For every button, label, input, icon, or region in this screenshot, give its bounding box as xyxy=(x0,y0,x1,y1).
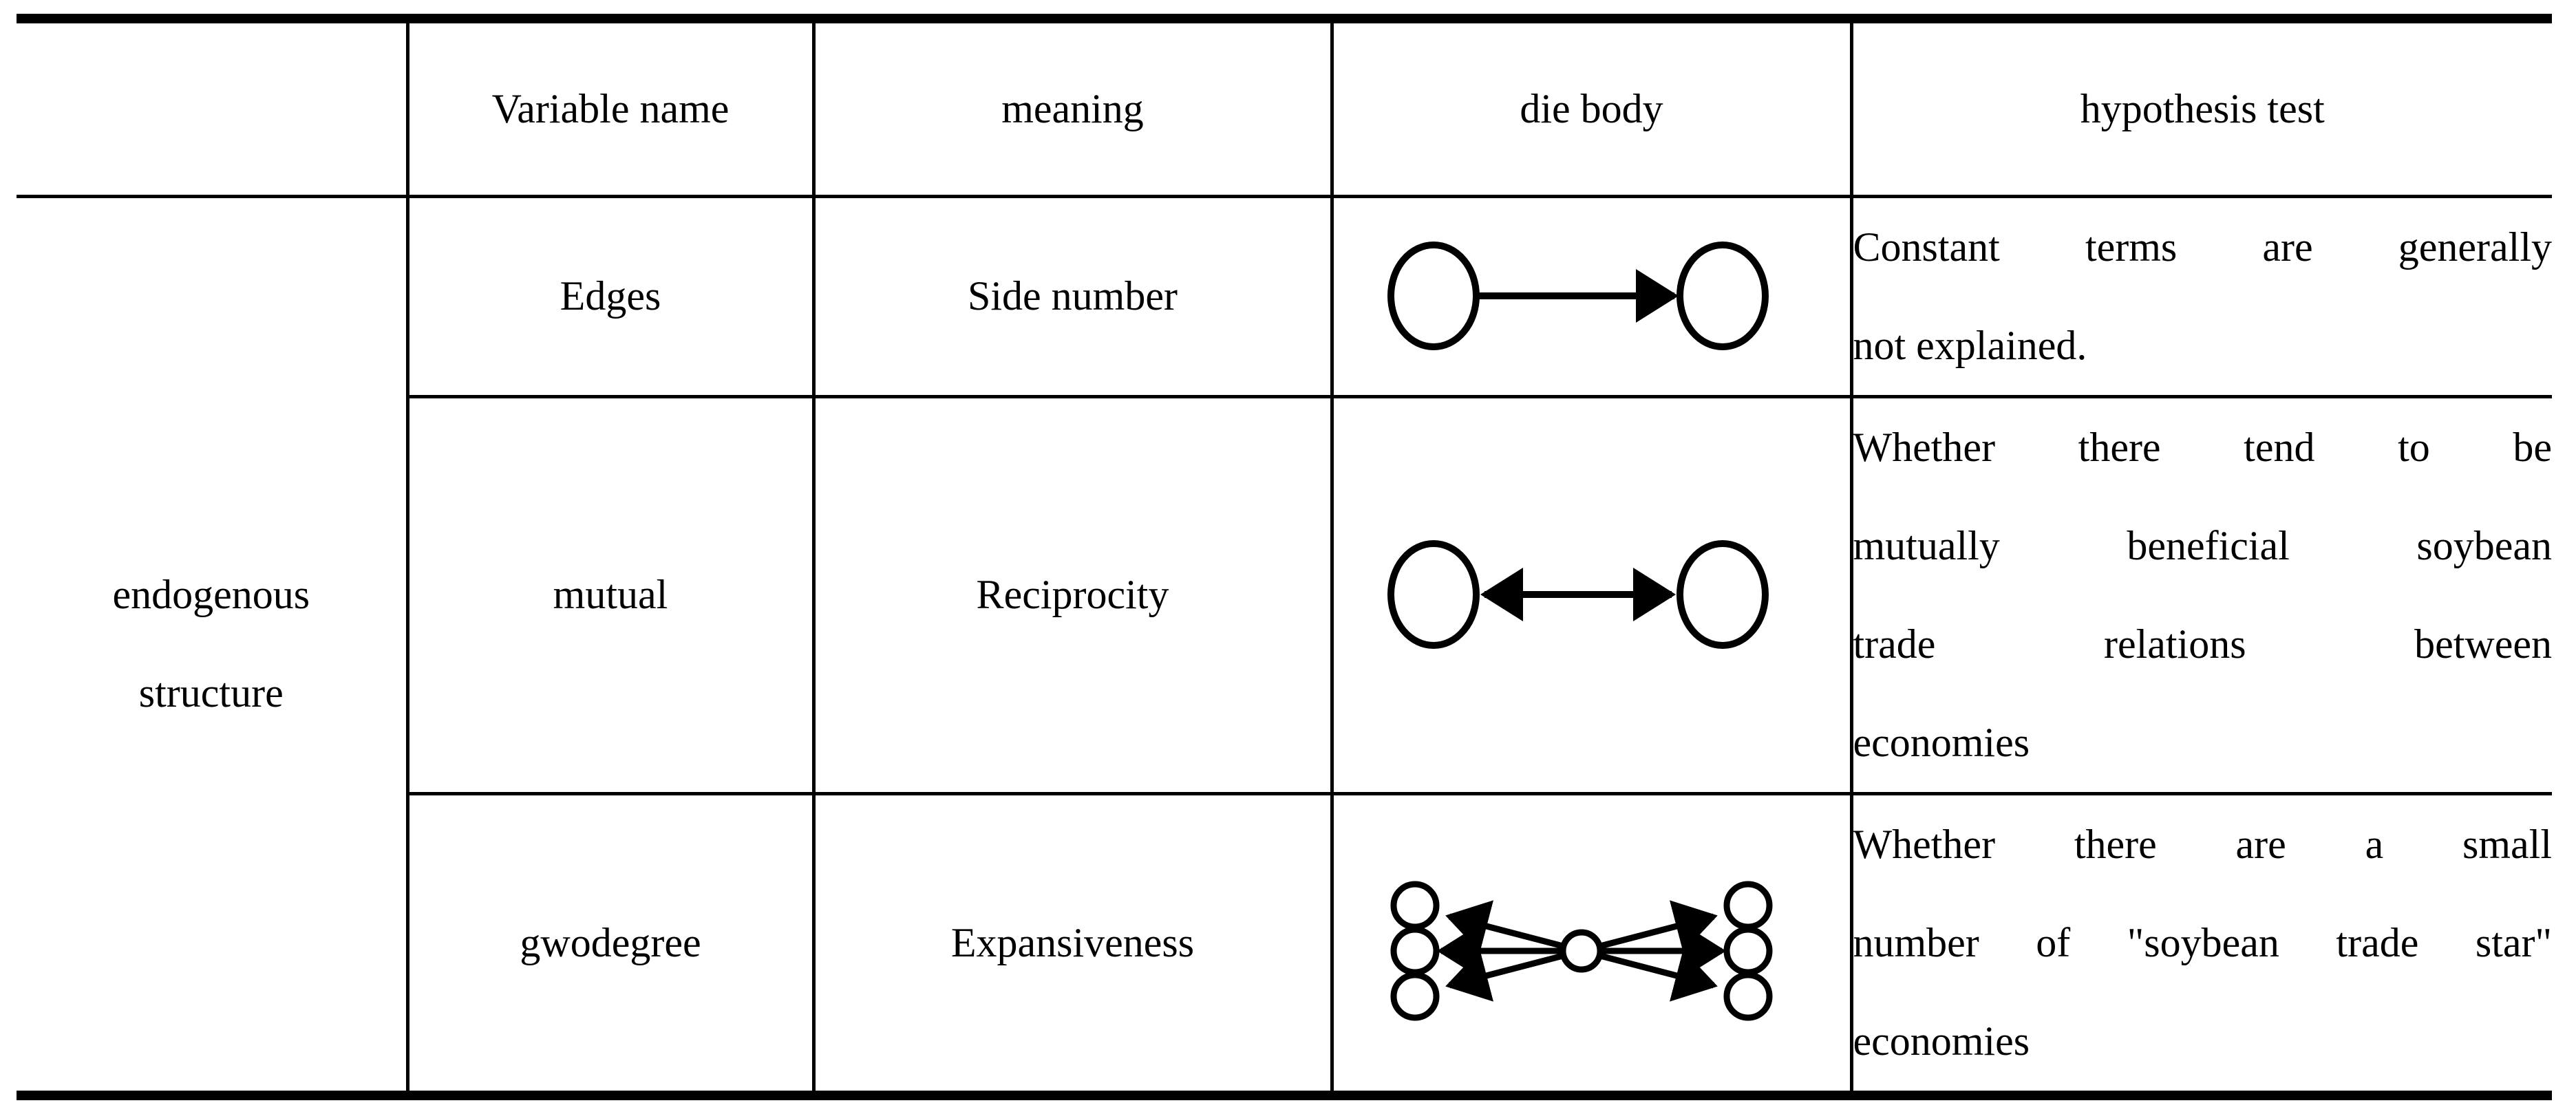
outer-node-circle xyxy=(1723,926,1772,976)
outer-node-circle xyxy=(1390,972,1439,1021)
hypothesis-text-line: Constant terms are generally xyxy=(1853,224,2552,270)
header-cell-die-body: die body xyxy=(1330,19,1851,198)
hypothesis-text-line: not explained. xyxy=(1853,322,2087,368)
hypothesis-text-line: Whether there are a small xyxy=(1853,821,2552,867)
table-row-mutual: mutual Reciprocity Whether there tend to xyxy=(17,396,2552,795)
cell-diagram-mutual xyxy=(1330,396,1851,795)
mutual-edge-diagram xyxy=(1387,540,1769,649)
center-node-circle xyxy=(1560,929,1603,973)
outer-node-circle xyxy=(1723,881,1772,930)
cell-diagram-gwodegree xyxy=(1330,793,1851,1095)
hypothesis-text-line: economies xyxy=(1853,719,2030,765)
row-group-label: endogenous structure xyxy=(17,196,407,1095)
header-cell-hypothesis-test: hypothesis test xyxy=(1849,19,2552,198)
header-cell-empty xyxy=(17,19,407,198)
outer-node-circle xyxy=(1390,926,1439,976)
hypothesis-text-line: trade relations between xyxy=(1853,621,2552,667)
header-cell-meaning: meaning xyxy=(811,19,1332,198)
directed-edge-diagram xyxy=(1387,242,1769,350)
left-node-circle xyxy=(1387,242,1480,350)
row-group-label-line1: endogenous xyxy=(112,572,310,617)
right-node-circle xyxy=(1676,540,1769,649)
hypothesis-text-line: mutually beneficial soybean xyxy=(1853,522,2552,568)
header-row: Variable name meaning die body hypothesi… xyxy=(17,19,2552,198)
cell-hypothesis-mutual: Whether there tend to be mutually benefi… xyxy=(1849,396,2552,795)
outer-node-circle xyxy=(1723,972,1772,1021)
cell-diagram-edges xyxy=(1330,196,1851,398)
right-node-circle xyxy=(1676,242,1769,350)
out-arrow xyxy=(1580,947,1718,1002)
row-group-label-line2: structure xyxy=(138,670,284,716)
cell-meaning-expansiveness: Expansiveness xyxy=(811,793,1332,1095)
outer-node-circle xyxy=(1390,881,1439,930)
hypothesis-text-line: Whether there tend to be xyxy=(1853,424,2552,470)
ergm-variables-table: Variable name meaning die body hypothesi… xyxy=(17,14,2552,1100)
table-row-edges: endogenous structure Edges Side number xyxy=(17,196,2552,716)
out-arrow xyxy=(1445,900,1582,954)
header-cell-variable-name: Variable name xyxy=(405,19,813,198)
table-row-gwodegree: gwodegree Expansiveness xyxy=(17,793,2552,1095)
hypothesis-text-line: number of "soybean trade star" xyxy=(1853,919,2552,965)
out-arrow xyxy=(1580,900,1718,954)
out-star-diagram xyxy=(1390,881,1772,1021)
left-node-circle xyxy=(1387,540,1480,649)
cell-variable-edges: Edges xyxy=(405,196,813,398)
out-arrow xyxy=(1445,947,1582,1002)
cell-variable-mutual: mutual xyxy=(405,396,813,795)
cell-meaning-reciprocity: Reciprocity xyxy=(811,396,1332,795)
cell-variable-gwodegree: gwodegree xyxy=(405,793,813,1095)
cell-hypothesis-edges: Constant terms are generally not explain… xyxy=(1849,196,2552,398)
cell-hypothesis-gwodegree: Whether there are a small number of "soy… xyxy=(1849,793,2552,1095)
cell-meaning-side-number: Side number xyxy=(811,196,1332,398)
hypothesis-text-line: economies xyxy=(1853,1018,2030,1064)
